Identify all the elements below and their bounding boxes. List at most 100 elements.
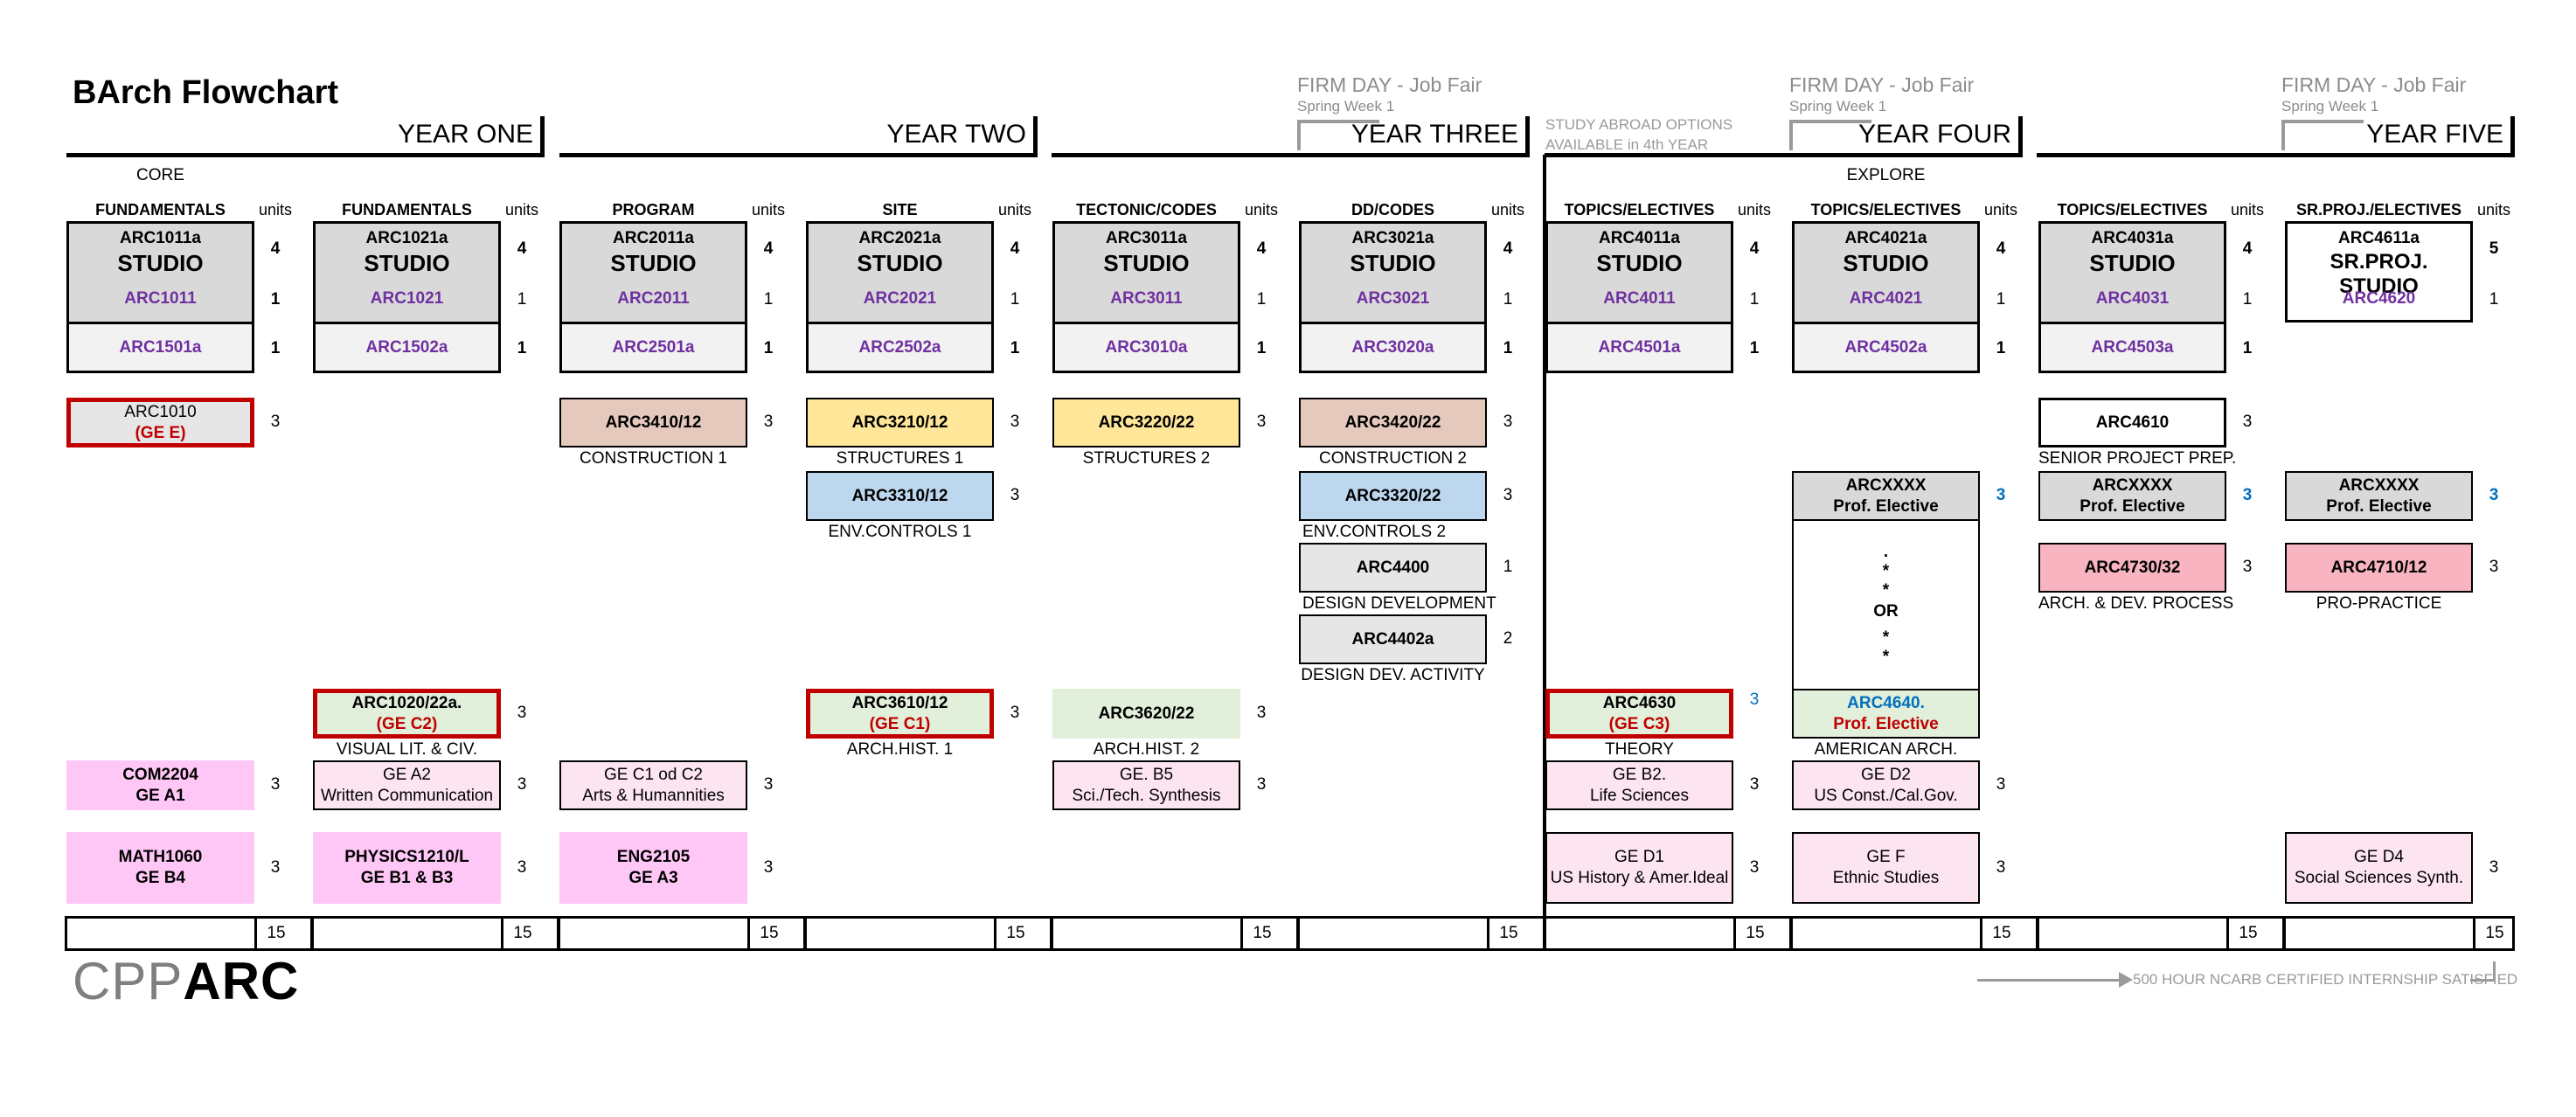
course-ge-d2[interactable]: GE D2 US Const./Cal.Gov.	[1792, 760, 1980, 810]
course-arc4730[interactable]: ARC4730/32	[2038, 543, 2226, 593]
course-label: Prof. Elective	[2080, 496, 2185, 516]
totals-cell-10	[2283, 916, 2515, 951]
course-code: ARC4400	[1356, 558, 1430, 577]
course-arc4630[interactable]: ARC4630 (GE C3)	[1545, 689, 1733, 739]
seminar-code: ARC3020a	[1351, 337, 1434, 357]
course-arc3420[interactable]: ARC3420/22	[1299, 398, 1487, 447]
seminar-course-7[interactable]: ARC4501a	[1545, 322, 1733, 373]
units-arc4730: 3	[2242, 558, 2253, 576]
course-ge: (GE C2)	[376, 714, 438, 733]
course-arc4400[interactable]: ARC4400	[1299, 543, 1487, 593]
course-arc4640[interactable]: ARC4640. Prof. Elective	[1792, 689, 1980, 739]
studio-code: ARC3021a	[1351, 229, 1434, 247]
column-header-6: DD/CODES	[1350, 201, 1434, 219]
course-code: COM2204	[122, 765, 198, 784]
or-star: *	[1882, 562, 1890, 580]
column-total-7: 15	[1746, 924, 1765, 942]
seminar-course-2[interactable]: ARC1502a	[313, 322, 501, 373]
units-header-10: units	[2476, 201, 2511, 219]
course-label: Prof. Elective	[1833, 496, 1939, 516]
course-ge-f[interactable]: GE F Ethnic Studies	[1792, 832, 1980, 904]
firm-day-label-5: FIRM DAY - Job Fair	[2281, 73, 2467, 96]
studio-sub-course: ARC3011	[1110, 289, 1183, 308]
course-arc3620[interactable]: ARC3620/22	[1052, 689, 1240, 739]
course-arc3220[interactable]: ARC3220/22	[1052, 398, 1240, 447]
course-ge-b2[interactable]: GE B2. Life Sciences	[1545, 760, 1733, 810]
studio-label: STUDIO	[857, 250, 943, 276]
column-header-7: TOPICS/ELECTIVES	[1564, 201, 1715, 219]
course-physics1210[interactable]: PHYSICS1210/L GE B1 & B3	[313, 832, 501, 904]
course-ge: Social Sciences Synth.	[2294, 869, 2464, 887]
seminar-code: ARC2502a	[858, 337, 941, 357]
firm-day-label-4: FIRM DAY - Job Fair	[1789, 73, 1975, 96]
course-ge-b5[interactable]: GE. B5 Sci./Tech. Synthesis	[1052, 760, 1240, 810]
course-code: ARC1010	[124, 402, 197, 421]
totals-divider-1	[254, 916, 257, 951]
course-ge-c1c2[interactable]: GE C1 od C2 Arts & Humannities	[559, 760, 747, 810]
course-code: GE D2	[1860, 765, 1912, 784]
studio-label: STUDIO	[364, 250, 450, 276]
units-arc4630: 3	[1749, 690, 1760, 709]
studio-units-1: 4	[270, 239, 281, 258]
units-header-2: units	[504, 201, 539, 219]
course-arc1020[interactable]: ARC1020/22a. (GE C2)	[313, 689, 501, 739]
units-arc4610: 3	[2242, 413, 2253, 431]
course-ge-a2[interactable]: GE A2 Written Communication	[313, 760, 501, 810]
course-ge-d1[interactable]: GE D1 US History & Amer.Ideal	[1545, 832, 1733, 904]
course-arcxxxx-year5b[interactable]: ARCXXXX Prof. Elective	[2285, 471, 2473, 521]
label-construction-1: CONSTRUCTION 1	[580, 449, 727, 468]
seminar-course-8[interactable]: ARC4502a	[1792, 322, 1980, 373]
course-arc3410[interactable]: ARC3410/12	[559, 398, 747, 447]
course-code: ARC4610	[2095, 413, 2170, 432]
course-arc4610[interactable]: ARC4610	[2038, 398, 2226, 447]
course-arc3610[interactable]: ARC3610/12 (GE C1)	[806, 689, 994, 739]
course-arc4402a[interactable]: ARC4402a	[1299, 614, 1487, 664]
course-arc1010[interactable]: ARC1010 (GE E)	[66, 398, 254, 447]
course-code: PHYSICS1210/L	[344, 848, 469, 866]
course-code: ARC4640.	[1847, 693, 1925, 712]
seminar-course-6[interactable]: ARC3020a	[1299, 322, 1487, 373]
course-arc3210[interactable]: ARC3210/12	[806, 398, 994, 447]
course-ge: Arts & Humannities	[582, 786, 725, 805]
seminar-units-9: 1	[2242, 339, 2253, 357]
course-arcxxxx-year5a[interactable]: ARCXXXX Prof. Elective	[2038, 471, 2226, 521]
seminar-course-5[interactable]: ARC3010a	[1052, 322, 1240, 373]
seminar-units-3: 1	[763, 339, 774, 357]
sub-course-units-5: 1	[1256, 290, 1267, 309]
ncarb-note: 500 HOUR NCARB CERTIFIED INTERNSHIP SATI…	[2133, 971, 2518, 988]
totals-divider-4	[994, 916, 996, 951]
course-code: ARC1020/22a.	[351, 693, 462, 712]
course-code: ARCXXXX	[1845, 475, 1927, 495]
course-ge: Sci./Tech. Synthesis	[1072, 786, 1221, 805]
label-visual-lit: VISUAL LIT. & CIV.	[336, 740, 478, 759]
course-arcxxxx-year4[interactable]: ARCXXXX Prof. Elective	[1792, 471, 1980, 521]
firm-day-label-3: FIRM DAY - Job Fair	[1297, 73, 1482, 96]
seminar-course-4[interactable]: ARC2502a	[806, 322, 994, 373]
course-arc3310[interactable]: ARC3310/12	[806, 471, 994, 521]
units-ge-f: 3	[1996, 858, 2006, 877]
units-math1060: 3	[270, 858, 281, 877]
studio-code: ARC3011a	[1106, 229, 1187, 247]
course-math1060[interactable]: MATH1060 GE B4	[66, 832, 254, 904]
seminar-course-1[interactable]: ARC1501a	[66, 322, 254, 373]
sub-course-units-8: 1	[1996, 290, 2006, 309]
seminar-code: ARC4503a	[2091, 337, 2174, 357]
seminar-course-9[interactable]: ARC4503a	[2038, 322, 2226, 373]
course-eng2105[interactable]: ENG2105 GE A3	[559, 832, 747, 904]
course-com2204[interactable]: COM2204 GE A1	[66, 760, 254, 810]
seminar-course-3[interactable]: ARC2501a	[559, 322, 747, 373]
course-arc3320[interactable]: ARC3320/22	[1299, 471, 1487, 521]
course-arc4710[interactable]: ARC4710/12	[2285, 543, 2473, 593]
course-ge-d4[interactable]: GE D4 Social Sciences Synth.	[2285, 832, 2473, 904]
year-two-tick	[1033, 116, 1038, 157]
